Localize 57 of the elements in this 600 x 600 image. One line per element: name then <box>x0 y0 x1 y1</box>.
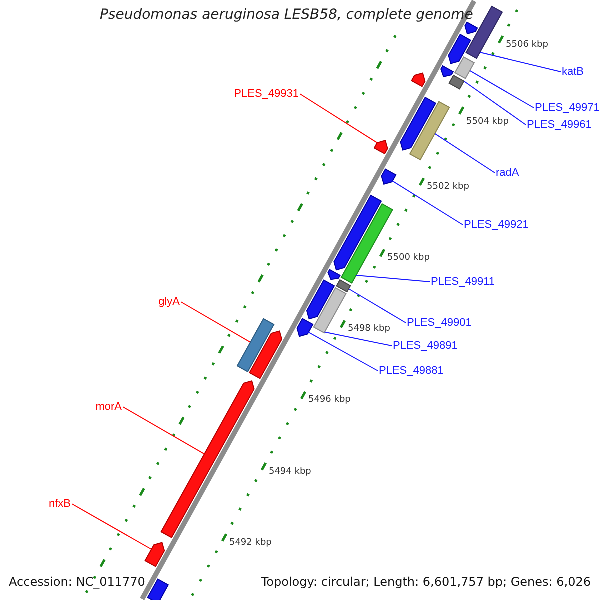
gene-label: PLES_49891 <box>393 339 458 353</box>
scale-label: 5494 kbp <box>268 466 312 478</box>
gene-block <box>409 101 450 161</box>
scale-label: 5498 kbp <box>348 324 390 336</box>
leader-line <box>434 133 496 174</box>
gene-label: radA <box>496 166 520 180</box>
gene-label: morA <box>96 400 122 414</box>
leader-line <box>464 80 526 126</box>
leader-line <box>122 406 206 455</box>
scale-label: 5504 kbp <box>466 116 509 128</box>
gene-block <box>328 269 341 280</box>
scale-label: 5492 kbp <box>229 538 272 549</box>
gene-block <box>249 330 283 380</box>
gene-block <box>448 74 465 90</box>
gene-block <box>411 72 426 88</box>
gene-block <box>454 56 476 80</box>
gene-block <box>374 140 388 155</box>
gene-label: PLES_49961 <box>527 118 592 132</box>
gene-label: glyA <box>158 295 180 309</box>
leader-line <box>356 274 430 282</box>
leader-line <box>392 180 464 226</box>
topology-text: Topology: circular; Length: 6,601,757 bp; Genes: 6,026 <box>261 575 591 590</box>
gene-block <box>160 380 255 538</box>
map-title: Pseudomonas aeruginosa LESB58, complete genome <box>100 7 474 24</box>
gene-block <box>448 34 472 64</box>
scale-label: 5500 kbp <box>388 253 430 264</box>
gene-block <box>236 318 275 373</box>
scale-label: 5506 kbp <box>506 40 548 51</box>
leader-line <box>480 52 562 72</box>
gene-block <box>306 280 336 320</box>
leader-line <box>348 288 406 324</box>
gene-block <box>313 287 347 334</box>
gene-label: PLES_49921 <box>464 218 529 232</box>
gene-label: katB <box>562 65 584 79</box>
accession-text: Accession: NC_011770 <box>9 575 146 590</box>
gene-block <box>440 65 454 78</box>
gene-block <box>400 96 437 151</box>
gene-block <box>381 168 397 186</box>
leader-line <box>300 94 378 144</box>
gene-block <box>464 22 478 35</box>
gene-label: PLES_49911 <box>431 275 496 289</box>
leader-line <box>180 302 252 343</box>
leader-line <box>72 504 152 550</box>
scale-label: 5502 kbp <box>427 182 470 193</box>
gene-block <box>147 578 170 600</box>
gene-label: PLES_49971 <box>535 101 600 115</box>
gene-block <box>334 194 382 271</box>
gene-label: nfxB <box>48 497 71 511</box>
gene-label: PLES_49931 <box>234 87 299 101</box>
leader-line <box>324 332 392 346</box>
gene-label: PLES_49881 <box>379 364 444 378</box>
gene-block <box>144 542 166 568</box>
gene-block <box>336 279 352 293</box>
leader-line <box>308 332 378 372</box>
gene-label: PLES_49901 <box>407 316 472 330</box>
scale-label: 5496 kbp <box>308 395 351 406</box>
leader-line <box>469 70 534 108</box>
